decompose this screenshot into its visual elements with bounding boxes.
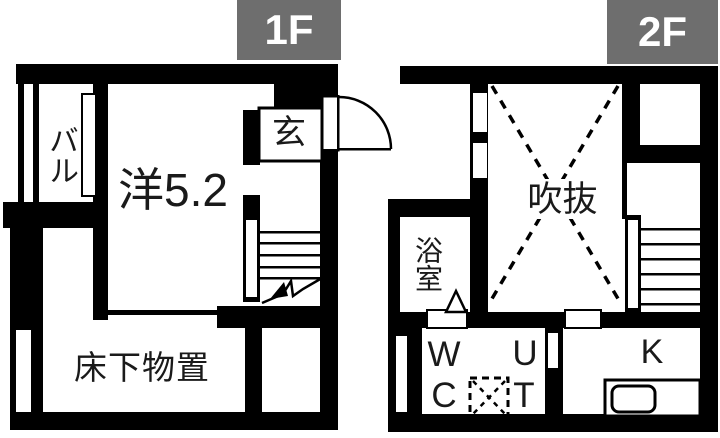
stairs-up-arrow-icon xyxy=(261,276,323,305)
entrance-room-outline xyxy=(257,106,324,163)
door-swing-icon xyxy=(320,94,393,152)
balcony-window xyxy=(81,93,97,197)
window-slot xyxy=(396,336,407,412)
room-label-kitchen: K xyxy=(640,333,664,371)
room-label-void: 吹抜 xyxy=(514,179,611,219)
room-label-wc-top: W xyxy=(427,334,461,374)
room-label-ut-bottom: T xyxy=(513,375,535,415)
stairs-2f-icon xyxy=(641,227,700,306)
stair-rail xyxy=(628,220,638,308)
stair-rail xyxy=(246,220,257,297)
room-label-ut-top: U xyxy=(512,334,538,373)
window-slot xyxy=(16,330,31,412)
room-label-balcony: バル xyxy=(44,125,77,185)
room-label-entrance: 玄 xyxy=(272,114,306,152)
ut-door-slot xyxy=(564,309,602,329)
floor2-walls xyxy=(388,66,718,432)
void-window-slot xyxy=(473,143,487,178)
floor1-openings xyxy=(16,93,260,412)
room-label-bathroom: 浴室 xyxy=(412,236,443,292)
floor2-openings xyxy=(396,93,638,412)
floor1-plan xyxy=(3,64,393,430)
room-label-wc-bottom: C xyxy=(431,375,457,415)
kitchen-counter xyxy=(603,378,702,418)
washer-area-icon xyxy=(468,376,510,419)
floor-2f-tag: 2F xyxy=(607,0,718,64)
floor1-walls xyxy=(3,64,338,430)
kitchen-sink-icon xyxy=(610,384,657,414)
room-label-underfloor-storage: 床下物置 xyxy=(74,348,210,386)
floor-1f-tag: 1F xyxy=(237,0,341,60)
door-opening xyxy=(243,165,260,195)
door-opening xyxy=(548,333,558,368)
bathroom-door-icon xyxy=(444,288,468,314)
stairs-1f-icon xyxy=(260,230,320,280)
void-window-slot xyxy=(473,93,487,132)
room-label-western-room: 洋5.2 xyxy=(118,164,228,216)
